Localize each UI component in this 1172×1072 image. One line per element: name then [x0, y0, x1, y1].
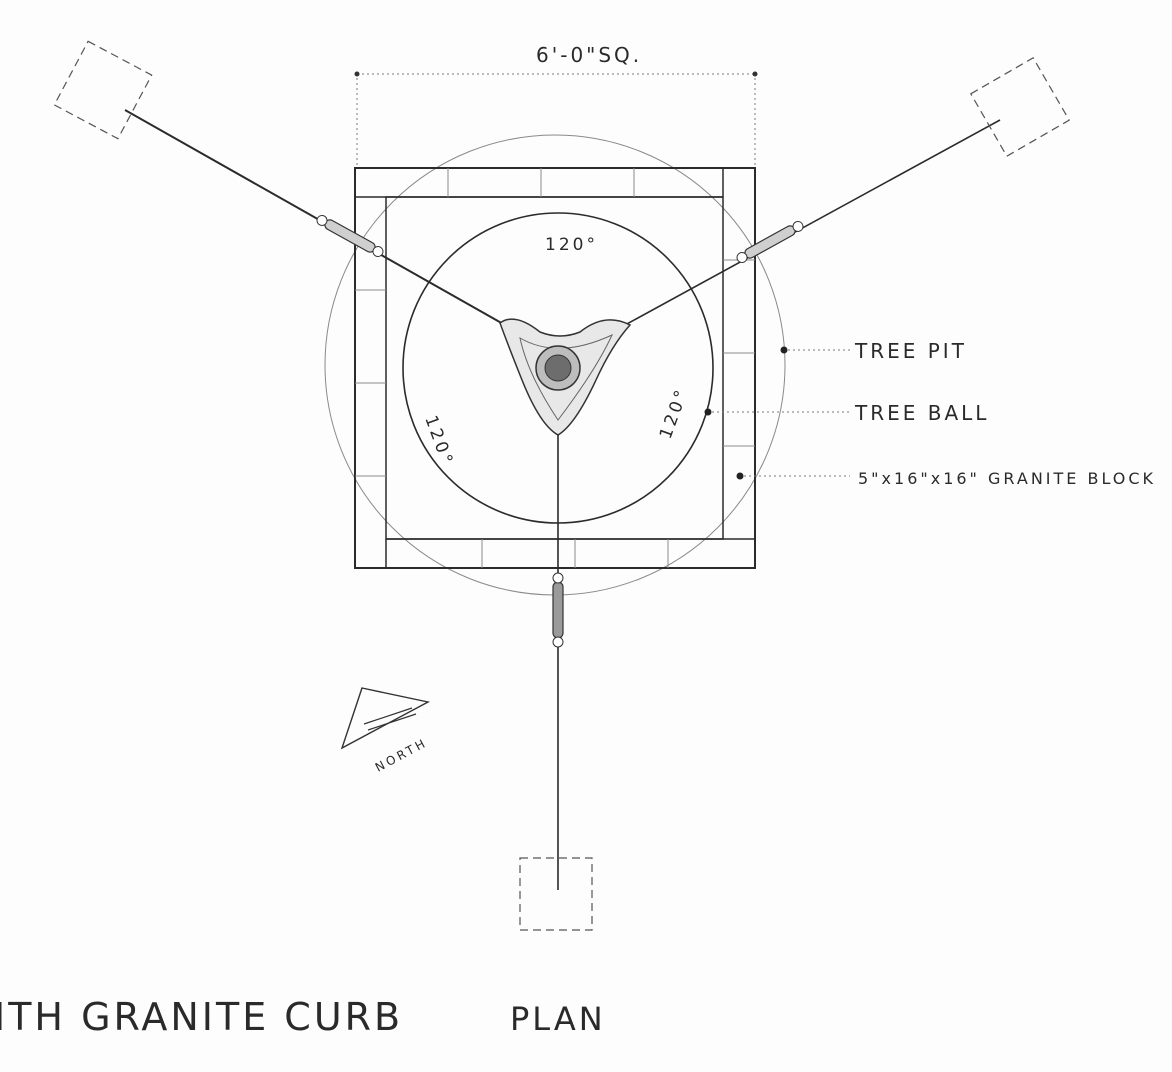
turnbuckle-s	[552, 572, 564, 648]
north-label: NORTH	[373, 735, 430, 774]
caption-plan: PLAN	[510, 1000, 606, 1038]
turnbuckle-ne	[736, 220, 804, 264]
angle-label-right: 120°	[656, 385, 693, 442]
granite-curb	[354, 167, 756, 569]
dimension-label: 6'-0"SQ.	[536, 43, 642, 67]
callout-leaders	[704, 346, 850, 480]
angle-label-top: 120°	[545, 235, 598, 255]
guy-wires	[124, 109, 1001, 890]
tree-trunk-core	[544, 354, 572, 382]
caption-left: ITH GRANITE CURB	[0, 995, 403, 1039]
north-arrow	[340, 687, 431, 750]
anchor-stake-nw	[53, 40, 153, 140]
callout-granite-block: 5"x16"x16" GRANITE BLOCK	[858, 469, 1156, 488]
angle-label-left: 120°	[420, 413, 457, 470]
callout-tree-pit: TREE PIT	[854, 339, 967, 363]
callout-tree-ball: TREE BALL	[854, 401, 989, 425]
anchor-stake-s	[519, 857, 593, 931]
dimension-line	[354, 71, 758, 165]
turnbuckle-nw	[316, 214, 384, 258]
anchor-stake-ne	[970, 57, 1070, 157]
